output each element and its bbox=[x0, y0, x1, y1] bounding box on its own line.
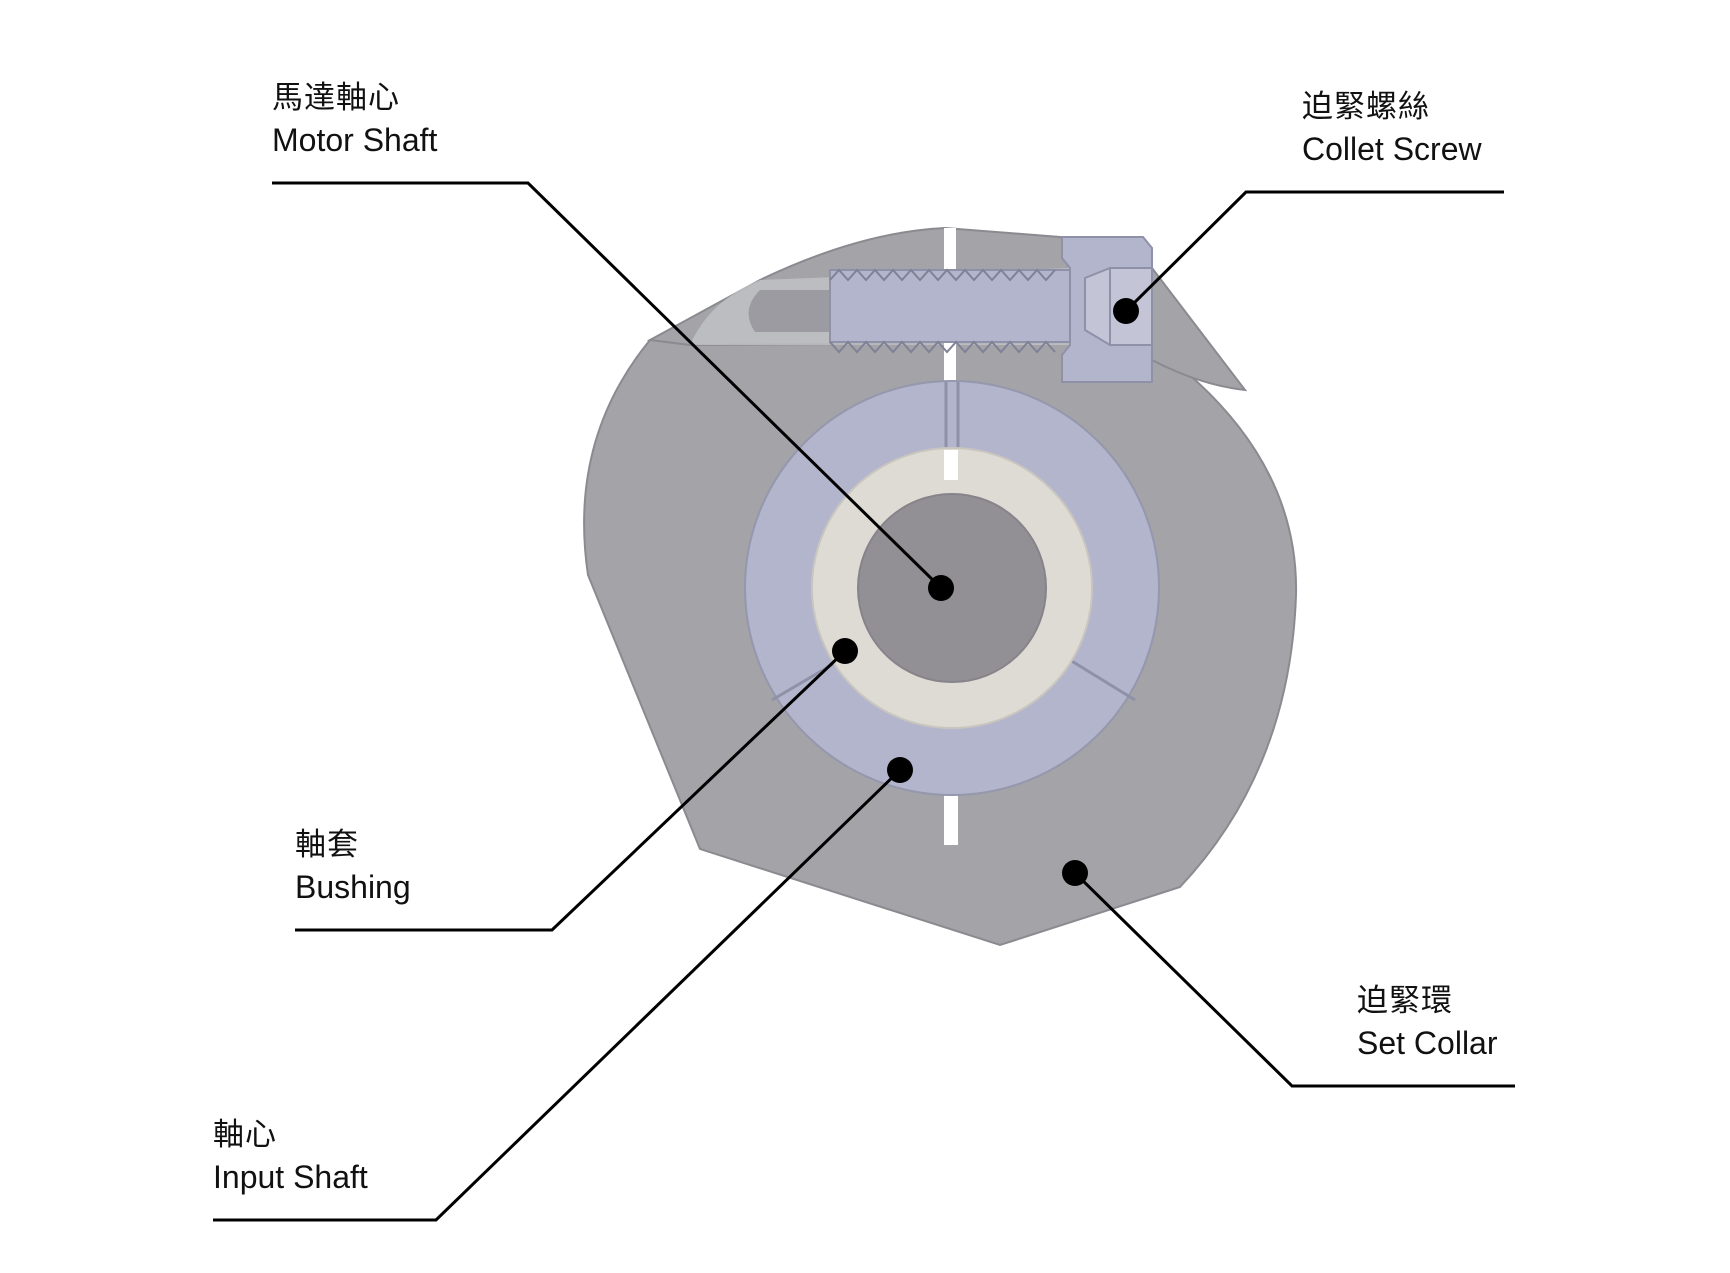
collet-screw-en: Collet Screw bbox=[1302, 131, 1482, 167]
leader-input-shaft bbox=[213, 768, 902, 1222]
callout-input-shaft: 軸心 Input Shaft bbox=[213, 1115, 368, 1199]
screw-thread-bottom bbox=[829, 340, 1056, 354]
bushing-zh: 軸套 bbox=[295, 827, 359, 863]
motor-shaft-zh: 馬達軸心 bbox=[272, 80, 400, 116]
bushing-en: Bushing bbox=[295, 869, 411, 905]
callout-set-collar: 迫緊環 Set Collar bbox=[1357, 981, 1498, 1065]
input-shaft-zh: 軸心 bbox=[213, 1117, 277, 1153]
motor-shaft-en: Motor Shaft bbox=[272, 122, 438, 158]
bore-shadow bbox=[748, 290, 840, 332]
dot-collet-screw bbox=[1113, 298, 1139, 324]
leader-bushing bbox=[295, 649, 847, 932]
dot-bushing bbox=[832, 638, 858, 664]
screw-thread-top bbox=[829, 268, 1056, 282]
collet-screw-zh: 迫緊螺絲 bbox=[1302, 89, 1430, 125]
leader-dots bbox=[832, 298, 1139, 886]
set-collar-en: Set Collar bbox=[1357, 1025, 1498, 1061]
leader-motor-shaft bbox=[272, 181, 943, 590]
callout-motor-shaft: 馬達軸心 Motor Shaft bbox=[272, 78, 437, 162]
input-shaft-en: Input Shaft bbox=[213, 1159, 368, 1195]
insert-gap bbox=[944, 450, 958, 480]
collar-slit-bottom bbox=[944, 790, 958, 845]
dot-set-collar bbox=[1062, 860, 1088, 886]
callout-bushing: 軸套 Bushing bbox=[295, 825, 411, 909]
leader-set-collar bbox=[1073, 871, 1515, 1088]
callout-collet-screw: 迫緊螺絲 Collet Screw bbox=[1302, 87, 1482, 171]
leader-lines bbox=[213, 181, 1515, 1222]
leader-collet-screw bbox=[1124, 190, 1504, 313]
bushing-slot-right bbox=[1069, 658, 1136, 702]
dot-motor-shaft bbox=[928, 575, 954, 601]
dot-input-shaft bbox=[887, 757, 913, 783]
set-collar-zh: 迫緊環 bbox=[1357, 983, 1453, 1019]
